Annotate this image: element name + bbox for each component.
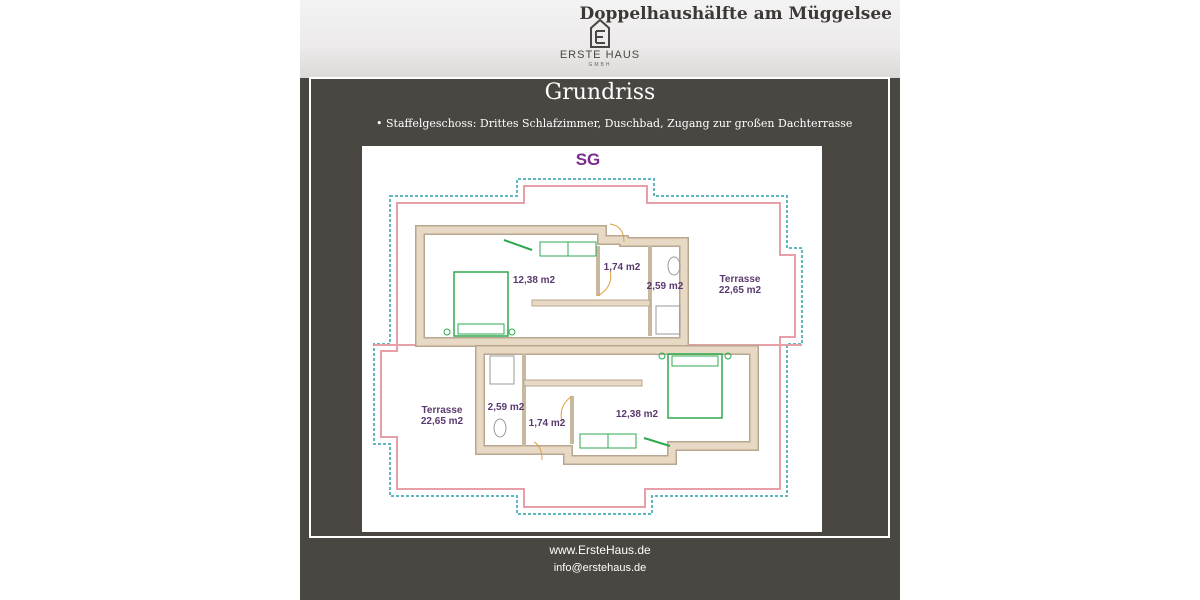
logo-subtitle: GMBH xyxy=(588,62,612,68)
floor-plan: SG 12,38 m2 1,74 m2 2,59 m2 Terrasse 22,… xyxy=(362,146,822,532)
room-label-bedroom-bottom: 12,38 m2 xyxy=(616,409,659,420)
section-title: Grundriss xyxy=(544,80,656,105)
room-label-terrace-right: Terrasse xyxy=(720,274,761,285)
brochure-page: ERSTE HAUS GMBH Doppelhaushälfte am Mügg… xyxy=(300,0,900,600)
bed-bottom xyxy=(667,353,723,419)
email-link[interactable]: info@erstehaus.de xyxy=(553,562,647,574)
room-area-terrace-right: 22,65 m2 xyxy=(719,285,762,296)
room-area-terrace-left: 22,65 m2 xyxy=(421,416,464,427)
room-label-bedroom-top: 12,38 m2 xyxy=(513,275,556,286)
description-bullet: • Staffelgeschoss: Drittes Schlafzimmer,… xyxy=(376,117,853,130)
floor-label: SG xyxy=(576,150,601,169)
room-label-hall-bottom: 1,74 m2 xyxy=(529,418,566,429)
terrace-outline-pink xyxy=(380,185,796,508)
top-unit-walls xyxy=(415,225,689,347)
logo-name: ERSTE HAUS xyxy=(559,49,641,61)
floor-plan-drawing: SG 12,38 m2 1,74 m2 2,59 m2 Terrasse 22,… xyxy=(373,150,803,515)
terrace-outline-cyan xyxy=(373,178,803,515)
content-frame xyxy=(309,77,890,538)
room-label-bath-top: 2,59 m2 xyxy=(647,281,684,292)
website-link[interactable]: www.ErsteHaus.de xyxy=(549,543,651,557)
room-label-hall-top: 1,74 m2 xyxy=(604,262,641,273)
house-logo-icon xyxy=(590,18,610,48)
room-label-bath-bottom: 2,59 m2 xyxy=(488,402,525,413)
company-logo: ERSTE HAUS GMBH xyxy=(540,18,660,76)
header-band xyxy=(300,0,900,78)
bed-top xyxy=(453,271,509,337)
page-headline: Doppelhaushälfte am Müggelsee xyxy=(579,4,892,24)
room-label-terrace-left: Terrasse xyxy=(422,405,463,416)
